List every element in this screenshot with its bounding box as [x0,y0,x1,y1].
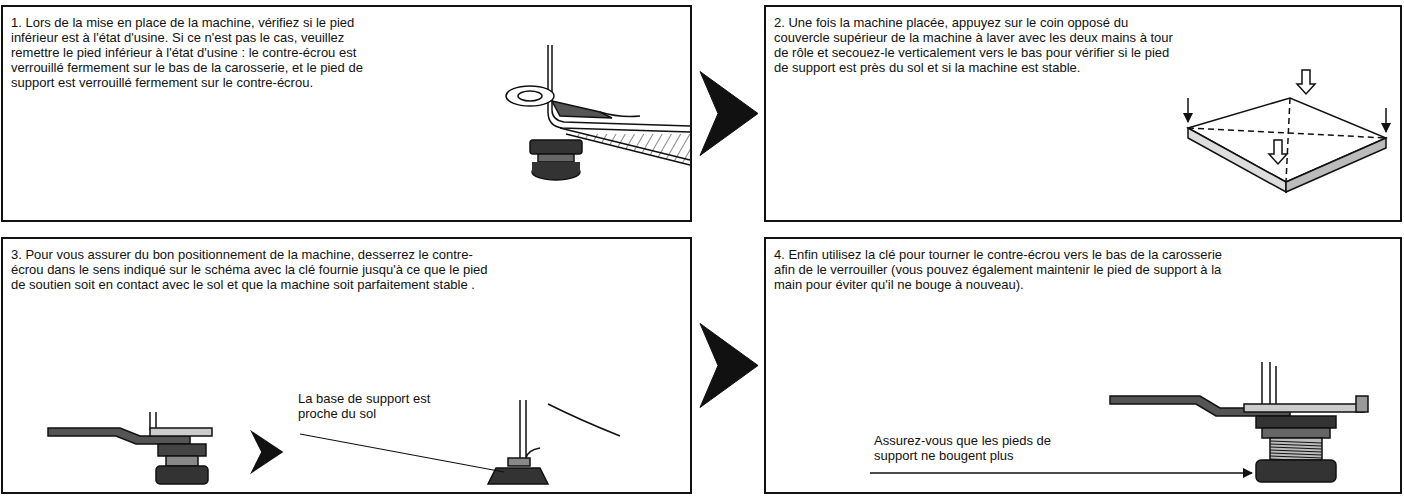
step-panel: 3. Pour vous assurer du bon positionneme… [1,237,692,494]
leader-arrow [870,472,1252,474]
step-text: 4. Enfin utilisez la clé pour tourner le… [766,239,1224,292]
step-panel: 1. Lors de la mise en place de la machin… [1,5,692,222]
thread-line [1270,450,1322,452]
callout-label: La base de support est proche du sol [296,390,470,422]
thread-line [1270,456,1322,458]
lock-nut-illustration [1110,362,1368,482]
step-text: 3. Pour vous assurer du bon positionneme… [3,239,491,292]
step-text: 1. Lors de la mise en place de la machin… [3,7,391,90]
thread-line [1270,441,1322,443]
thread-line [1270,447,1322,449]
machine-foot-illustration [506,45,690,180]
thread-line [1270,444,1322,446]
callout-label: Assurez-vous que les pieds de support ne… [872,432,1056,464]
step-panel: 4. Enfin utilisez la clé pour tourner le… [764,237,1402,494]
leader-line [300,434,504,472]
step-arrow [700,72,758,156]
press-corners-illustration [1188,70,1386,192]
step-arrow [700,324,758,408]
step-panel: 2. Une fois la machine placée, appuyez s… [764,5,1402,222]
step-text: 2. Une fois la machine placée, appuyez s… [766,7,1174,75]
thread-line [1270,453,1322,455]
